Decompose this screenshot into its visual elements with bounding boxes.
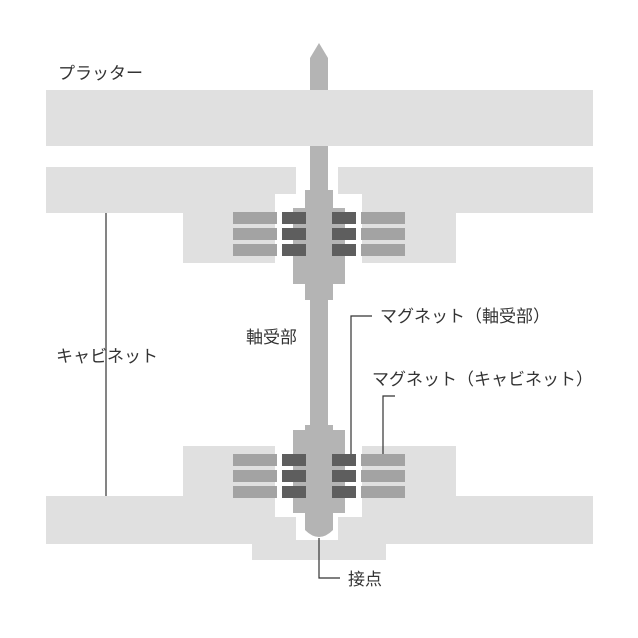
leader-lines xyxy=(105,213,395,579)
platter-plate xyxy=(46,90,593,146)
label-bearing: 軸受部 xyxy=(246,328,297,348)
label-magnet-cabinet: マグネット（キャビネット） xyxy=(372,370,593,390)
leader-magnet-bearing xyxy=(350,315,372,454)
spindle-bottom-contact xyxy=(305,520,333,537)
leader-contact xyxy=(318,538,340,579)
label-platter: プラッター xyxy=(58,64,143,84)
magnet-cabinet-upper xyxy=(233,212,405,256)
magnet-bearing-upper xyxy=(282,212,356,256)
label-cabinet: キャビネット xyxy=(56,347,158,367)
spindle-shaft-middle xyxy=(310,300,328,426)
label-contact: 接点 xyxy=(348,570,382,590)
magnet-cabinet-lower xyxy=(233,454,405,498)
spindle-shaft-upper xyxy=(310,146,328,192)
spindle-tip xyxy=(310,43,328,90)
magnet-bearing-lower xyxy=(282,454,356,498)
label-magnet-bearing: マグネット（軸受部） xyxy=(380,307,550,327)
leader-magnet-cabinet xyxy=(382,395,395,454)
